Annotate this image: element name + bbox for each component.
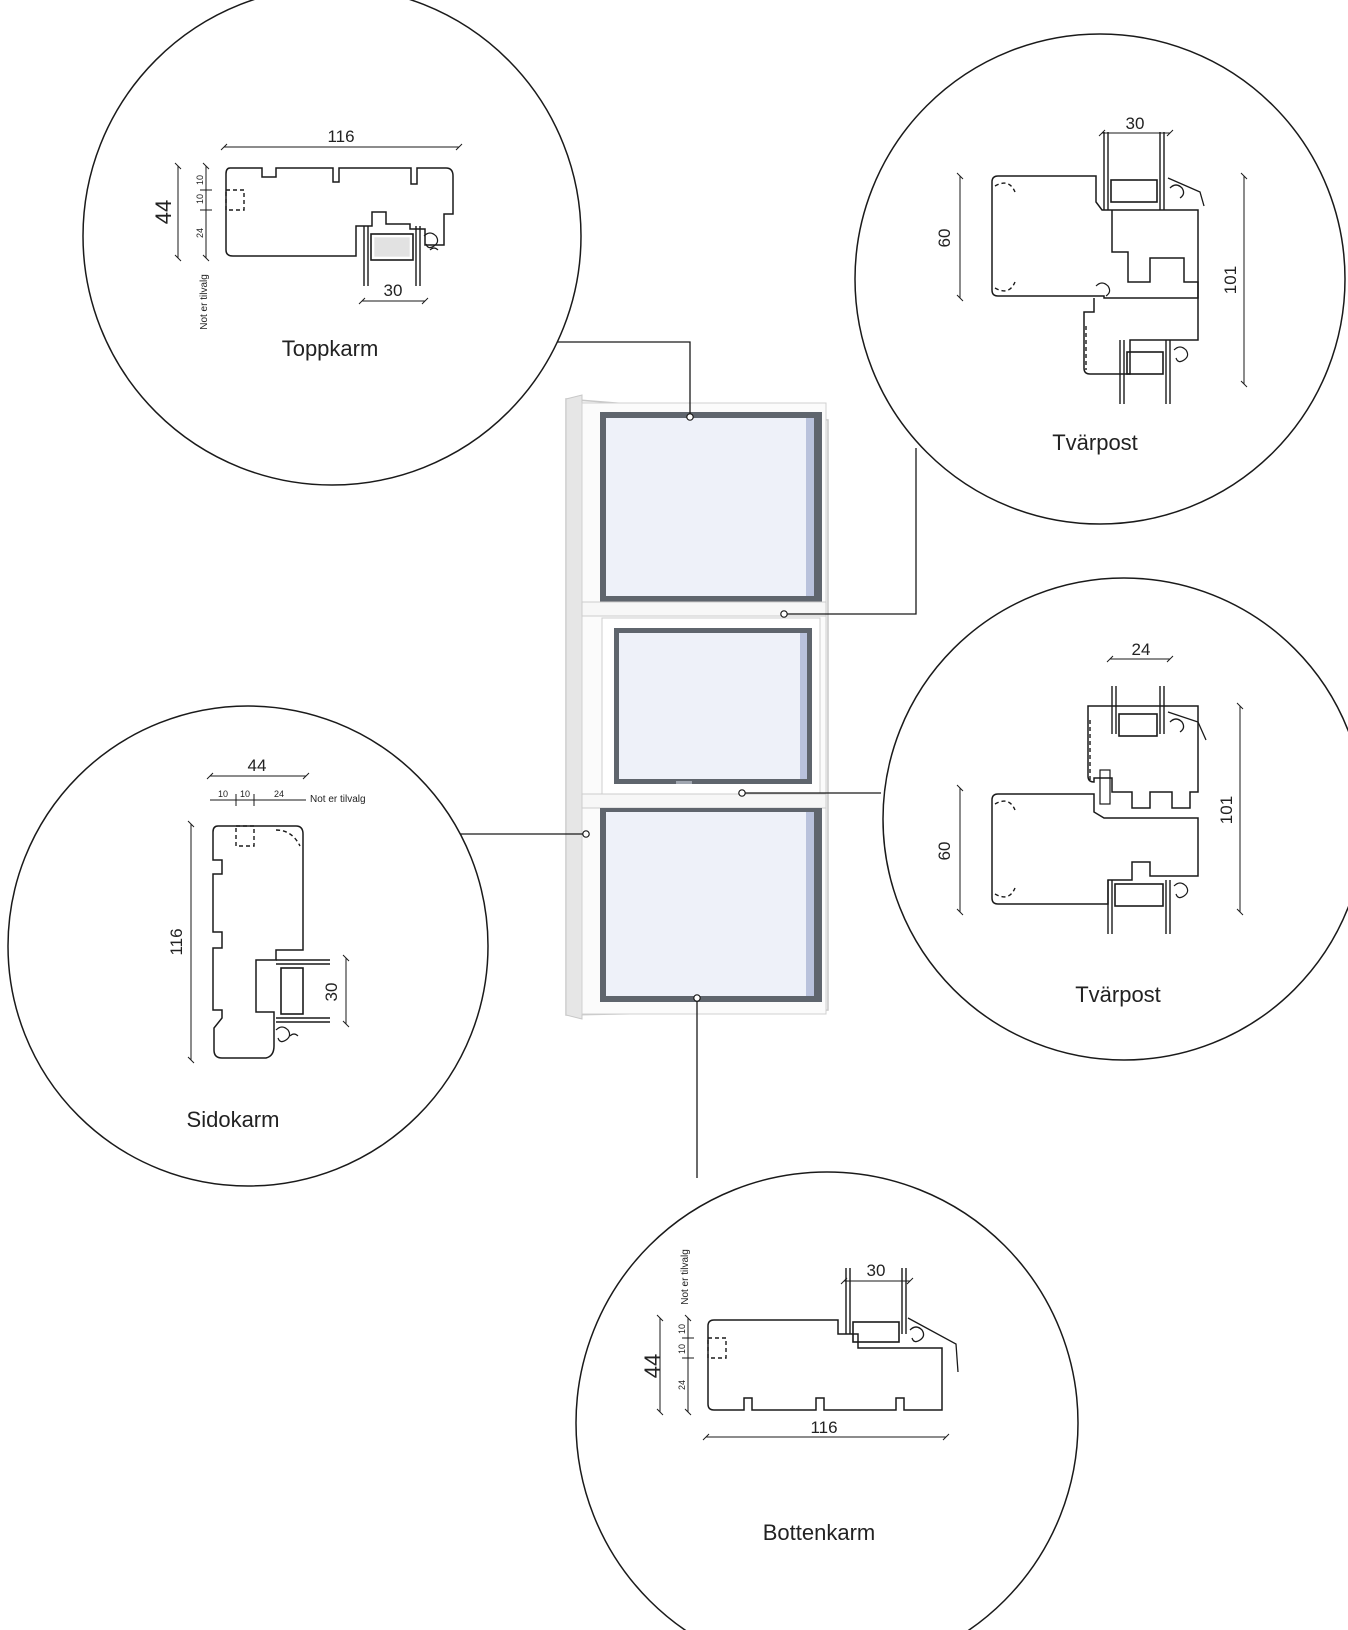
middle-pane-reveal: [800, 633, 807, 779]
tvarpost2-dim-glass: 24: [1132, 640, 1151, 659]
dot-bottenkarm: [693, 994, 701, 1002]
bottenkarm-dim-a: 10: [677, 1324, 687, 1334]
toppkarm-dim-c: 24: [195, 228, 205, 238]
circle-bottenkarm: [575, 1171, 1079, 1630]
sidokarm-dim-height: 116: [167, 928, 186, 955]
middle-pane-glass: [619, 633, 803, 779]
tvarpost1-dim-left: 60: [935, 229, 954, 248]
sidokarm-dim-c: 24: [274, 789, 284, 799]
leader-dots: [582, 413, 788, 1002]
toppkarm-dim-glass: 30: [384, 281, 403, 300]
tvarpost2-dim-left: 60: [935, 842, 954, 861]
bottenkarm-note: Not er tilvalg: [680, 1249, 691, 1305]
tvarpost2-label: Tvärpost: [1075, 982, 1161, 1007]
bottom-pane-glass: [606, 812, 810, 996]
circle-sidokarm: [7, 705, 489, 1187]
detail-bottenkarm: [656, 1268, 959, 1441]
bottenkarm-label: Bottenkarm: [763, 1520, 876, 1545]
detail-tvarpost-2: [956, 655, 1244, 934]
detail-toppkarm: [174, 143, 463, 305]
sidokarm-dim-a: 10: [218, 789, 228, 799]
sidokarm-dim-glass: 30: [322, 983, 341, 1002]
leader-lines: [455, 341, 917, 1178]
tvarpost1-label: Tvärpost: [1052, 430, 1138, 455]
sash-handle: [676, 781, 692, 784]
detail-tvarpost-1: [956, 129, 1248, 404]
sidokarm-note: Not er tilvalg: [310, 794, 366, 805]
toppkarm-dim-height: 44: [151, 200, 176, 224]
tvarpost2-dim-right: 101: [1217, 796, 1236, 824]
toppkarm-note: Not er tilvalg: [199, 274, 210, 330]
bottenkarm-dim-height: 44: [640, 1354, 665, 1378]
detail-sidokarm: [187, 772, 350, 1064]
sidokarm-label: Sidokarm: [187, 1107, 280, 1132]
circle-toppkarm: [82, 0, 582, 486]
transom-2: [581, 793, 827, 809]
window-frame-depth: [565, 394, 583, 1020]
bottenkarm-dim-width: 116: [810, 1418, 837, 1437]
dot-tvarpost-1: [780, 610, 788, 618]
toppkarm-dim-b: 10: [195, 194, 205, 204]
dot-tvarpost-2: [738, 789, 746, 797]
toppkarm-dim-width: 116: [327, 127, 354, 146]
bottom-sill-line: [600, 996, 822, 1000]
leader-tvarpost-1: [784, 448, 917, 615]
bottom-pane-reveal: [806, 812, 814, 996]
bottenkarm-dim-b: 10: [677, 1344, 687, 1354]
top-pane-glass: [606, 418, 810, 596]
sidokarm-dim-width: 44: [248, 756, 267, 775]
bottenkarm-dim-glass: 30: [867, 1261, 886, 1280]
dot-toppkarm: [686, 413, 694, 421]
leader-toppkarm: [537, 341, 691, 417]
tvarpost1-dim-right: 101: [1221, 266, 1240, 294]
toppkarm-label: Toppkarm: [282, 336, 379, 361]
tvarpost1-dim-glass: 30: [1126, 114, 1145, 133]
top-pane-reveal: [806, 418, 814, 596]
transom-1: [581, 601, 827, 617]
circle-tvarpost-1: [854, 33, 1346, 525]
window-elevation: [565, 394, 829, 1020]
sidokarm-dim-b: 10: [240, 789, 250, 799]
bottenkarm-dim-c: 24: [677, 1380, 687, 1390]
toppkarm-dim-a: 10: [195, 175, 205, 185]
circle-tvarpost-2: [882, 577, 1348, 1061]
dot-sidokarm: [582, 830, 590, 838]
